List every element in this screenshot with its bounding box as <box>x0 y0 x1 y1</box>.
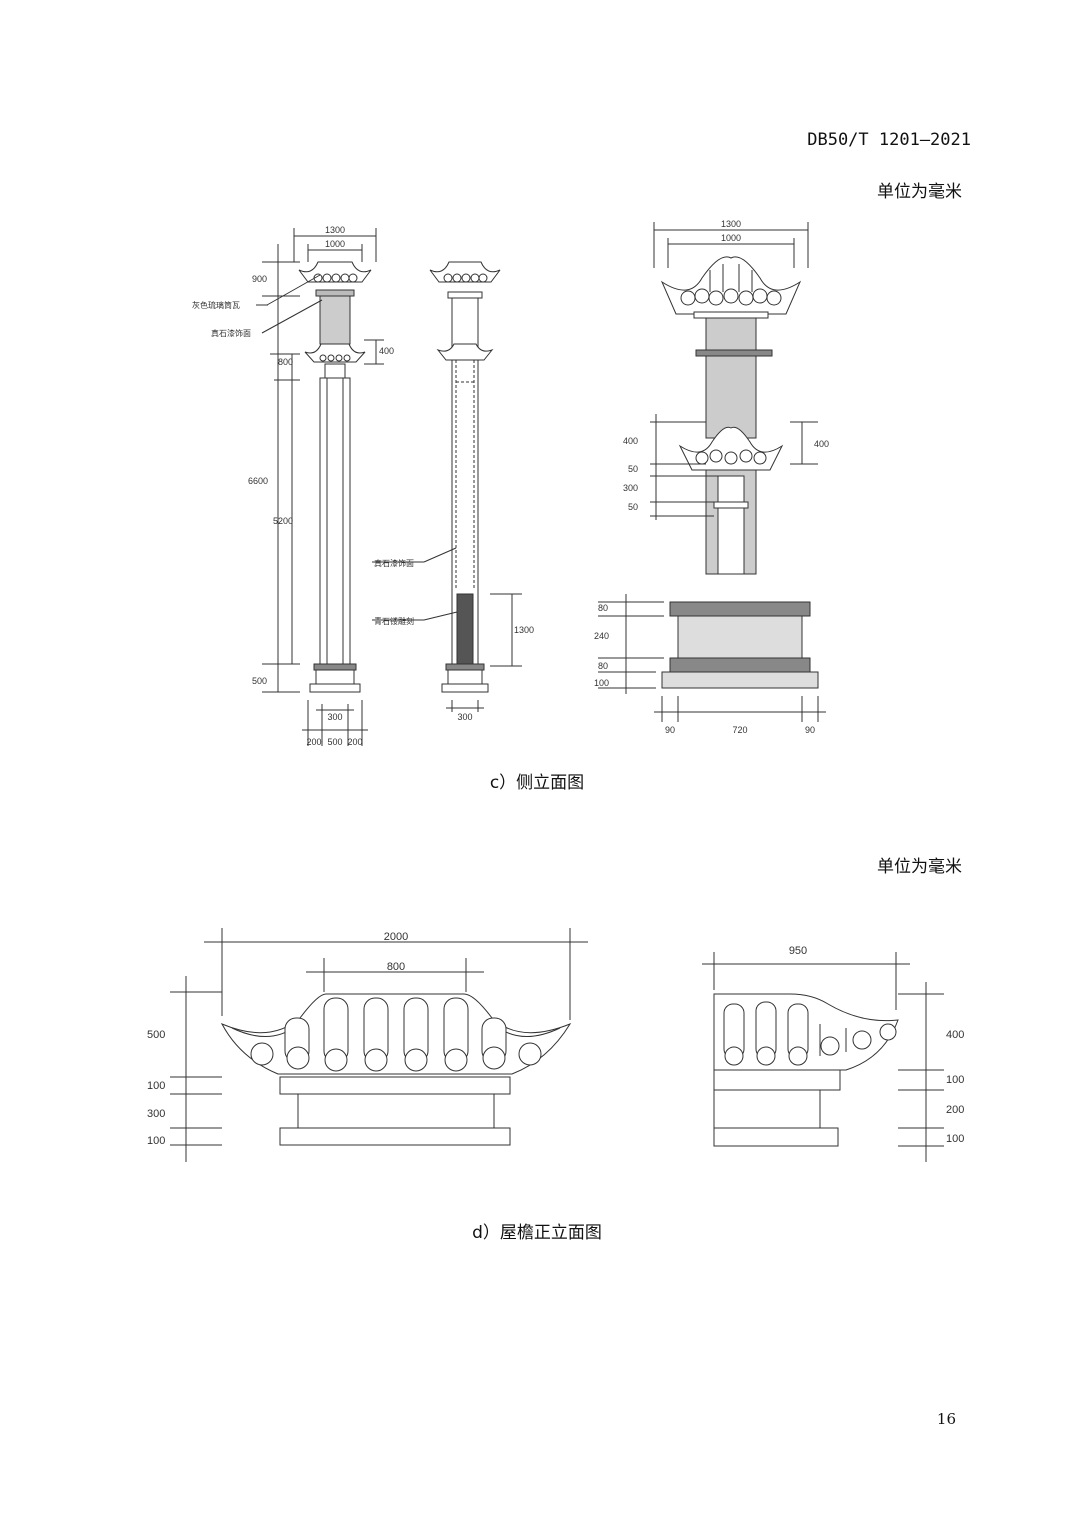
eave-front-elevation <box>170 928 588 1162</box>
dim-side-200: 200 <box>946 1104 964 1116</box>
caption-d: d）屋檐正立面图 <box>472 1223 602 1243</box>
caption-c: c）侧立面图 <box>489 773 585 793</box>
dim-right-50b: 50 <box>628 502 638 512</box>
dim-side-100b: 100 <box>946 1133 964 1145</box>
dim-left-200a: 200 <box>306 737 321 747</box>
dim-right-400a: 400 <box>623 436 638 446</box>
document-code: DB50/T 1201—2021 <box>807 130 971 150</box>
dim-left-900: 900 <box>252 274 267 284</box>
dim-right-90b: 90 <box>805 725 815 735</box>
dim-right-90a: 90 <box>665 725 675 735</box>
dim-right-50a: 50 <box>628 464 638 474</box>
dim-front-500: 500 <box>147 1029 165 1041</box>
note-stone-left: 真石漆饰面 <box>211 328 251 338</box>
right-enlarged-detail <box>598 222 826 722</box>
dim-right-100: 100 <box>594 678 609 688</box>
dim-side-100a: 100 <box>946 1074 964 1086</box>
dim-mid-300: 300 <box>457 712 472 722</box>
dim-left-1000: 1000 <box>325 239 345 249</box>
unit-label-c: 单位为毫米 <box>877 182 962 202</box>
left-column-elevation <box>256 228 384 746</box>
dim-left-800: 800 <box>278 357 293 367</box>
dim-right-1300: 1300 <box>721 219 741 229</box>
eave-side-elevation <box>702 952 944 1162</box>
dim-left-1300: 1300 <box>325 225 345 235</box>
dim-right-1000: 1000 <box>721 233 741 243</box>
dim-mid-1300: 1300 <box>514 625 534 635</box>
dim-right-80b: 80 <box>598 661 608 671</box>
note-carve: 青石镂雕刻 <box>374 616 414 626</box>
dim-left-5200: 5200 <box>273 516 293 526</box>
dim-left-500: 500 <box>252 676 267 686</box>
dim-front-300: 300 <box>147 1108 165 1120</box>
dim-right-240: 240 <box>594 631 609 641</box>
dim-left-6600: 6600 <box>248 476 268 486</box>
dim-left-400: 400 <box>379 346 394 356</box>
dim-front-800: 800 <box>387 961 405 973</box>
dim-left-base-300: 300 <box>327 712 342 722</box>
note-stone-mid: 真石漆饰面 <box>374 558 414 568</box>
dim-right-300: 300 <box>623 483 638 493</box>
page-number: 16 <box>936 1410 956 1428</box>
middle-column-section <box>372 262 522 712</box>
section-c-labels: 1300 1000 900 灰色琉璃筒瓦 真石漆饰面 800 400 6600 … <box>192 219 829 747</box>
dim-right-400b: 400 <box>814 439 829 449</box>
note-tile: 灰色琉璃筒瓦 <box>192 300 240 310</box>
dim-right-720: 720 <box>732 725 747 735</box>
dim-front-100a: 100 <box>147 1080 165 1092</box>
dim-side-400: 400 <box>946 1029 964 1041</box>
dim-right-80a: 80 <box>598 603 608 613</box>
dim-front-100b: 100 <box>147 1135 165 1147</box>
dim-front-2000: 2000 <box>384 931 408 943</box>
dim-left-200b: 200 <box>347 737 362 747</box>
section-d-labels: 2000 800 500 100 300 100 950 400 100 200… <box>147 931 964 1147</box>
dim-side-950: 950 <box>789 945 807 957</box>
dim-left-500-bottom: 500 <box>327 737 342 747</box>
unit-label-d: 单位为毫米 <box>877 857 962 877</box>
